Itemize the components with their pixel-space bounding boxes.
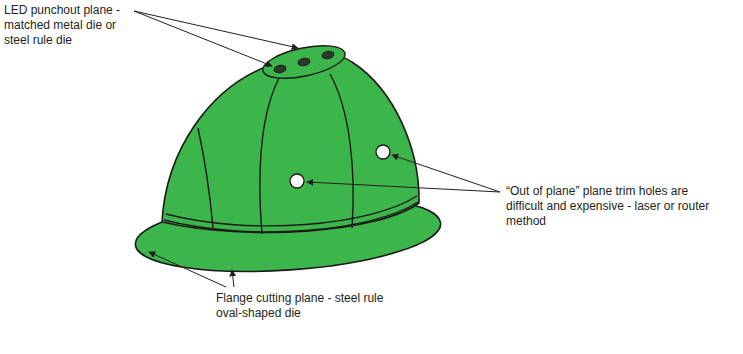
leader-line [232, 270, 234, 287]
led-hole [297, 57, 310, 66]
led-hole [321, 50, 334, 59]
leader-line [392, 155, 500, 192]
seam [198, 128, 213, 228]
seam [330, 74, 353, 228]
dome [162, 56, 419, 233]
leader-line [134, 11, 298, 48]
leader-line [149, 252, 226, 287]
leader-line [134, 11, 272, 66]
base-band [164, 202, 418, 232]
led-plane [260, 40, 348, 85]
leader-line [307, 182, 500, 192]
callout-label: LED punchout plane - matched metal die o… [4, 3, 132, 48]
callout-label: Flange cutting plane - steel rule oval-s… [216, 291, 386, 321]
base-band [166, 196, 417, 226]
seam [260, 76, 280, 234]
led-hole [273, 64, 286, 73]
callout-label: “Out of plane” plane trim holes are diff… [506, 184, 721, 229]
trim-hole [376, 145, 390, 159]
trim-hole [290, 174, 304, 188]
